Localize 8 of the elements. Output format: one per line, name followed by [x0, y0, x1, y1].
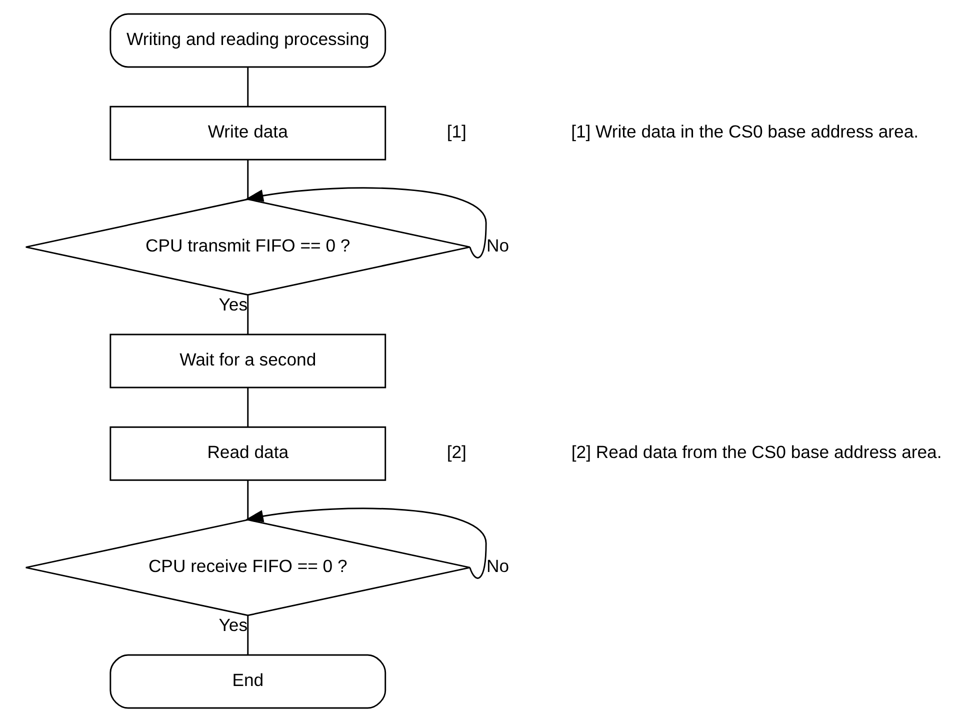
edge-label: No — [486, 236, 509, 256]
edge-label: Yes — [218, 614, 248, 635]
node-label: [1] — [446, 122, 466, 142]
edge-label: Yes — [218, 294, 248, 314]
label: [1] Write data in the CS0 base address area. — [570, 122, 918, 142]
node-label: [2] — [446, 442, 466, 462]
edge-label: No — [486, 556, 509, 576]
label: [2] Read data from the CS0 base address area. — [570, 442, 942, 462]
